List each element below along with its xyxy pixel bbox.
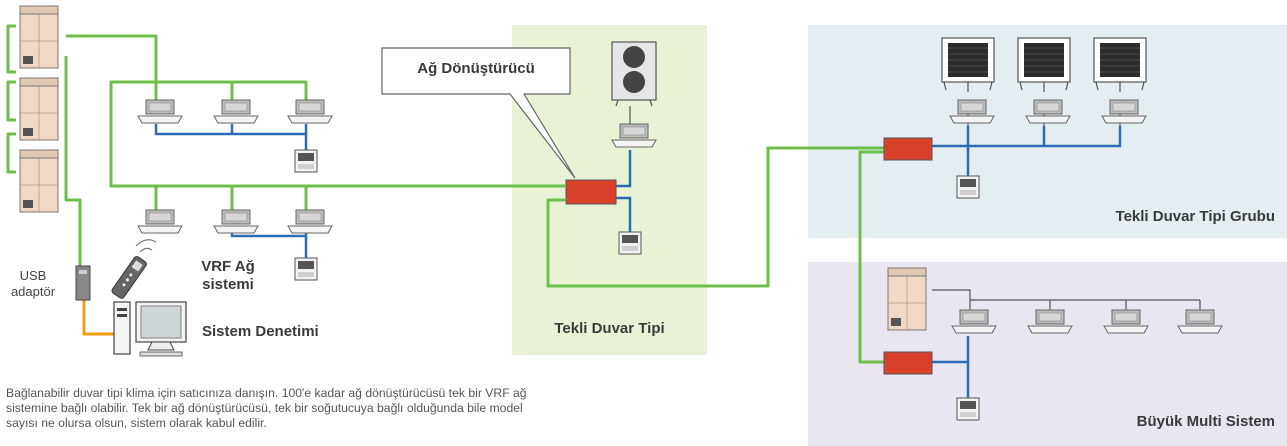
remote-controller-multi [956,397,980,421]
usb-adapter-label: USB adaptör [10,268,56,299]
indoor-unit-top-1 [137,99,183,124]
footnote-text: Bağlanabilir duvar tipi klima için satıc… [6,386,527,430]
control-wiring [154,124,1122,398]
remote-controller-group [956,175,980,199]
indoor-unit-top-3 [287,99,333,124]
remote-controller-top [294,149,318,173]
wall-unit-2 [1017,37,1071,91]
computer-icon [113,301,187,357]
wall-unit-3 [1093,37,1147,91]
converter-callout [381,47,576,179]
wireless-remote-icon [111,256,147,299]
indoor-unit-bottom-1 [137,209,183,234]
single-wall-group-label: Tekli Duvar Tipi Grubu [1115,208,1275,225]
usb-cable [82,300,122,336]
single-wall-type-label: Tekli Duvar Tipi [554,320,665,337]
remote-controller-middle [618,231,642,255]
network-wiring [6,24,884,364]
big-multi-system-label: Büyük Multi Sistem [1136,413,1275,430]
vrf-network-label: VRF Ağ sistemi [201,258,255,293]
converter-callout-label: Ağ Dönüştürücü [417,60,535,77]
outdoor-unit-1 [19,5,59,69]
converter-middle [565,179,617,205]
outdoor-fan-unit [611,41,657,107]
signal-icon [135,239,157,253]
outdoor-unit-3 [19,149,59,213]
converter-multi [883,351,933,375]
indoor-unit-bottom-3 [287,209,333,234]
outdoor-unit-2 [19,77,59,141]
system-control-label: Sistem Denetimi [202,323,319,340]
usb-adapter-icon [75,265,91,301]
outdoor-unit-big-multi [887,267,927,331]
wall-unit-1 [941,37,995,91]
indoor-unit-top-2 [213,99,259,124]
converter-group [883,137,933,161]
remote-controller-bottom [294,257,318,281]
indoor-unit-bottom-2 [213,209,259,234]
